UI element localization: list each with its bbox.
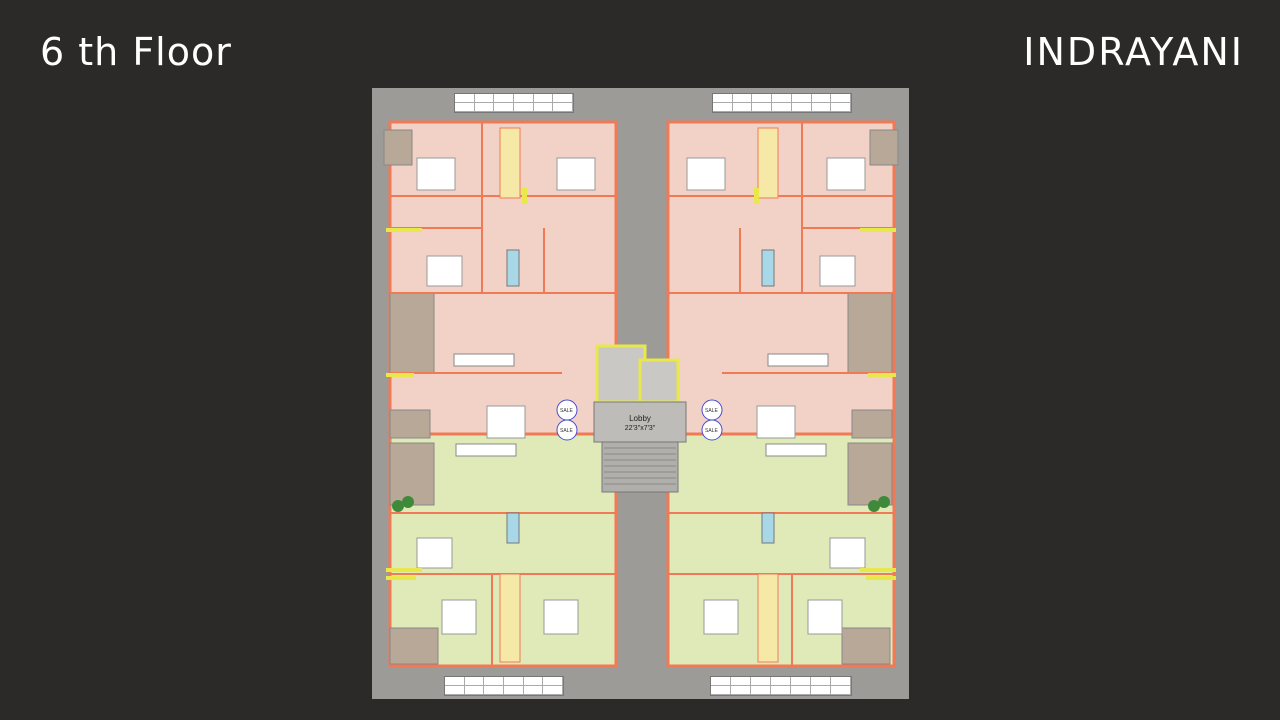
window-markers (386, 188, 896, 580)
sale-badges (556, 399, 723, 441)
staircase (601, 441, 679, 493)
area-table-lower-left (444, 676, 564, 696)
floor-plan-image: SALE SALE SALE SALE Lobby 22'3"x7'3" (372, 88, 909, 699)
bed-icons (416, 157, 866, 635)
area-table-upper-right (712, 93, 852, 113)
sale-badge-label: SALE (560, 428, 573, 434)
building-name: INDRAYANI (1023, 30, 1244, 74)
balcony (383, 129, 413, 166)
terrace (841, 627, 891, 665)
interior-walls (390, 122, 894, 666)
plant-icons (392, 496, 890, 512)
terrace (847, 442, 893, 506)
balcony (389, 627, 439, 665)
balcony (389, 409, 431, 439)
sale-badge-label: SALE (705, 428, 718, 434)
dining-tables (506, 249, 775, 544)
floor-plan-drawing: SALE SALE SALE SALE Lobby 22'3"x7'3" (383, 120, 899, 668)
sofas (453, 353, 829, 457)
terrace (869, 129, 899, 166)
lobby-label: Lobby (629, 414, 651, 423)
lobby-size: 22'3"x7'3" (625, 425, 656, 432)
area-table-upper-left (454, 93, 574, 113)
terrace (847, 292, 893, 374)
floor-title: 6 th Floor (40, 30, 232, 74)
balcony (851, 409, 893, 439)
area-table-lower-right (710, 676, 852, 696)
sale-badge-label: SALE (560, 408, 573, 414)
sale-badge-label: SALE (705, 408, 718, 414)
balcony (389, 442, 435, 506)
lift-shaft (638, 358, 680, 404)
balcony (389, 292, 435, 374)
lift-shaft (595, 344, 647, 404)
